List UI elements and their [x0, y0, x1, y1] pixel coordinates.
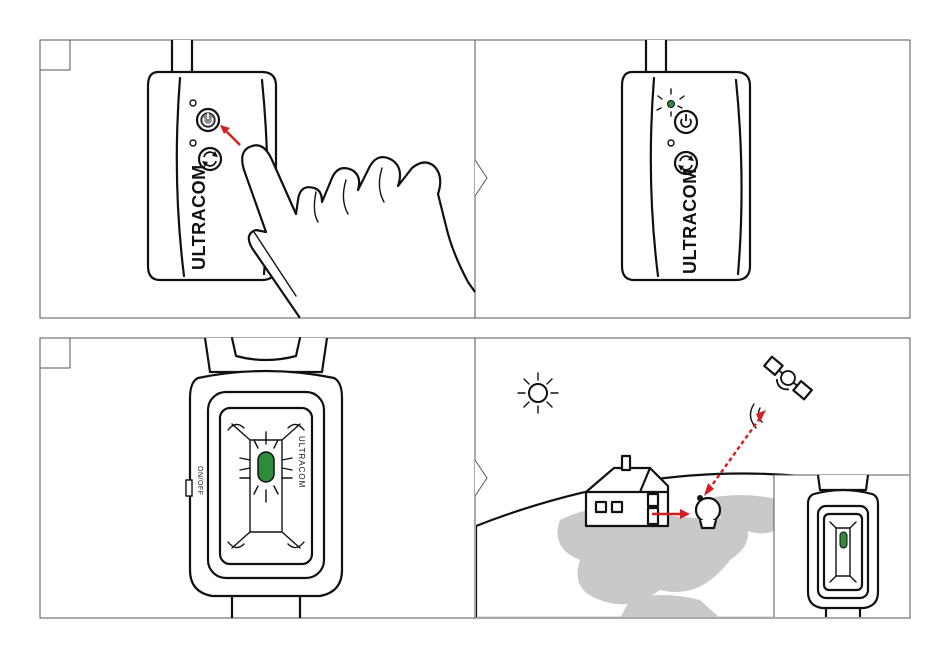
- step-box-2: [40, 338, 70, 368]
- satellite-icon: [760, 356, 812, 404]
- collar-brand-label: ULTRACOM: [297, 436, 306, 488]
- panel-3-collar: ULTRACOM ON/OFF: [186, 338, 342, 618]
- device-brand-label: ULTRACOM: [680, 168, 700, 274]
- sync-led: [190, 140, 196, 146]
- device-brand-label: ULTRACOM: [189, 164, 209, 270]
- power-icon: [197, 109, 219, 131]
- sun-icon: [518, 373, 558, 413]
- onoff-label: ON/OFF: [196, 466, 203, 495]
- inset-collar: [774, 475, 910, 618]
- status-led: [190, 100, 196, 106]
- panel-1-device: ULTRACOM: [148, 40, 475, 318]
- panel-arrow-notch: [475, 160, 487, 196]
- sync-led: [668, 140, 674, 146]
- onoff-button: [186, 480, 192, 496]
- hand-icon: [242, 145, 475, 318]
- step-box-1: [40, 40, 70, 70]
- panel-arrow-notch: [475, 460, 487, 496]
- panel-2-device: ULTRACOM: [622, 40, 750, 280]
- power-icon: [675, 111, 697, 133]
- panel-4-scene: [476, 356, 910, 618]
- house-icon: [586, 456, 668, 526]
